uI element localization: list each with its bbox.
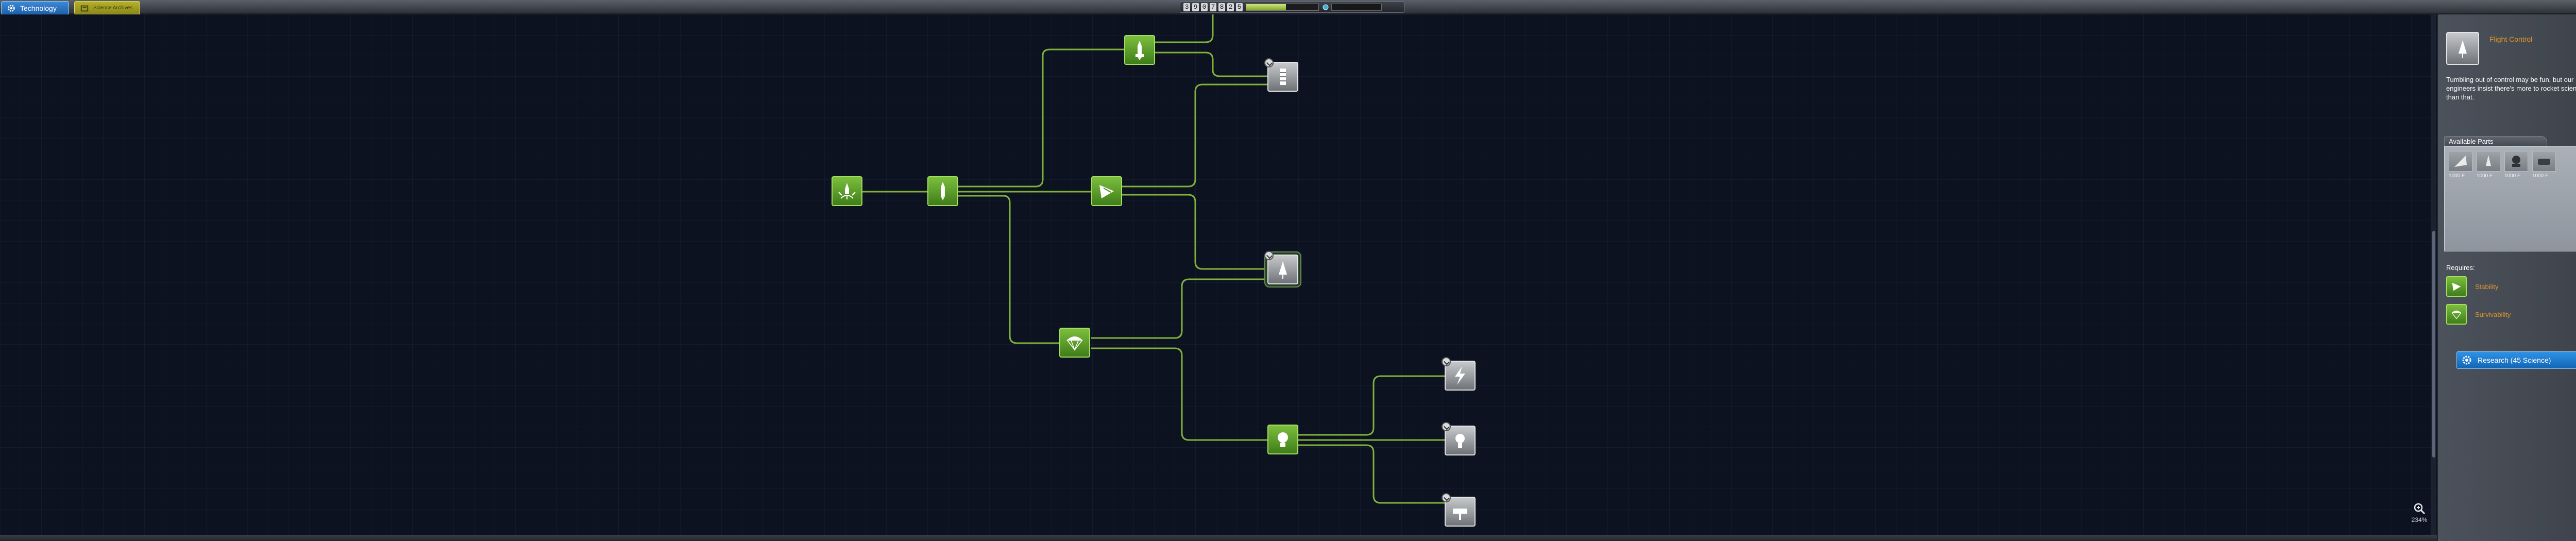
funds-digit: 2 <box>1227 3 1234 11</box>
tech-node-start[interactable] <box>832 176 862 206</box>
tab-technology[interactable]: Technology <box>1 1 69 15</box>
parachute-icon <box>1066 336 1083 351</box>
tree-scrollbar-thumb[interactable] <box>2432 231 2435 458</box>
pod-icon <box>2459 40 2467 58</box>
research-button-label: Research (45 Science) <box>2478 356 2551 364</box>
science-icon <box>1323 4 1329 10</box>
top-toolbar: Technology Science Archives 3 9 0 7 8 2 … <box>0 0 2576 15</box>
wheel-part-icon <box>2532 151 2556 172</box>
part-cost: 1000 F <box>2504 173 2521 179</box>
rocket-launch-icon <box>838 183 856 199</box>
fins-icon <box>2446 276 2467 297</box>
lightning-icon <box>1455 366 1465 385</box>
part-cost: 1000 F <box>2477 173 2493 179</box>
funds-digit: 0 <box>1201 3 1208 11</box>
tech-node-stability[interactable] <box>1091 176 1122 206</box>
tech-tree-canvas[interactable]: 234% <box>0 14 2437 535</box>
funds-digit: 5 <box>1236 3 1243 11</box>
reputation-bar-fill <box>1246 4 1286 10</box>
link-survivability-flight <box>1091 278 1267 339</box>
part-item[interactable]: 1000 F <box>2504 151 2528 179</box>
tech-node-engineering-101[interactable] <box>1267 425 1298 454</box>
fins-icon <box>1099 185 1114 198</box>
tech-node-basic-science[interactable] <box>1442 422 1476 455</box>
resources-hud: 3 9 0 7 8 2 5 <box>1180 2 1404 13</box>
link-survivability-engineering <box>1091 347 1267 441</box>
tab-science-archives[interactable]: Science Archives <box>74 1 140 15</box>
tech-node-survivability[interactable] <box>1059 328 1090 358</box>
sas-part-icon <box>2504 151 2528 172</box>
funds-digit: 3 <box>1183 3 1190 11</box>
unlock-badge <box>1442 493 1451 502</box>
parachute-icon <box>2446 304 2467 325</box>
available-parts-header: Available Parts <box>2444 136 2547 146</box>
zoom-control[interactable]: 234% <box>2409 502 2430 523</box>
link-general-up <box>1155 14 1214 43</box>
tab-technology-label: Technology <box>20 4 57 12</box>
science-icon <box>1455 434 1465 448</box>
zoom-icon <box>2414 503 2426 515</box>
tech-tree-links <box>862 14 1445 504</box>
part-item[interactable]: 1000 F <box>2532 151 2556 179</box>
available-parts-list: 1000 F 1000 F 1000 F 1000 F <box>2444 146 2576 251</box>
part-cost: 1000 F <box>2449 173 2465 179</box>
requires-label: Requires: <box>2446 264 2475 272</box>
rocket-icon <box>941 182 945 200</box>
rocket-icon <box>1136 41 1144 60</box>
requirement-name: Survivability <box>2475 310 2511 318</box>
gear-icon <box>2462 356 2471 365</box>
science-counter <box>1322 4 1382 11</box>
unlock-badge <box>1264 58 1274 67</box>
selected-node-title: Flight Control <box>2489 35 2533 43</box>
link-engineering-electrics <box>1298 375 1445 436</box>
tech-node-general-rocketry[interactable] <box>1124 35 1155 65</box>
gear-icon <box>8 5 15 12</box>
science-value <box>1331 4 1382 11</box>
probe-part-icon <box>2477 151 2500 172</box>
unlock-badge <box>1442 422 1451 431</box>
tab-science-archives-label: Science Archives <box>93 5 133 11</box>
reputation-bar <box>1246 4 1319 11</box>
strut-icon <box>1453 509 1467 520</box>
requirement-name: Stability <box>2475 282 2499 291</box>
funds-digit: 7 <box>1210 3 1216 11</box>
unlock-badge <box>1442 357 1451 366</box>
link-stability-advanced <box>1122 83 1267 188</box>
funds-counter: 3 9 0 7 8 2 5 <box>1183 3 1243 11</box>
link-basic-general <box>958 48 1124 188</box>
funds-digit: 8 <box>1218 3 1225 11</box>
zoom-level: 234% <box>2411 516 2428 523</box>
tree-scrollbar[interactable] <box>2431 14 2436 535</box>
link-engineering-construction <box>1298 444 1445 504</box>
funds-digit: 9 <box>1192 3 1199 11</box>
tech-details-panel: Flight Control Tumbling out of control m… <box>2437 14 2576 541</box>
lightbulb-icon <box>1278 432 1288 447</box>
selected-node-description: Tumbling out of control may be fun, but … <box>2446 76 2576 101</box>
tech-node-construction[interactable] <box>1442 493 1476 527</box>
pod-icon <box>1279 261 1287 279</box>
requirement-item[interactable]: Survivability <box>2446 303 2576 326</box>
tech-node-basic-rocketry[interactable] <box>927 176 958 206</box>
research-button[interactable]: Research (45 Science) <box>2456 351 2576 369</box>
fuel-tank-icon <box>1280 69 1286 85</box>
tech-node-advanced-rocketry[interactable] <box>1264 58 1298 92</box>
tech-node-flight-control[interactable] <box>1264 251 1298 284</box>
fin-part-icon <box>2449 151 2472 172</box>
link-stability-flight <box>1122 194 1267 270</box>
link-basic-survivability <box>958 195 1059 344</box>
part-cost: 1000 F <box>2532 173 2549 179</box>
bottom-bar <box>0 535 2437 541</box>
unlock-badge <box>1264 251 1274 260</box>
part-item[interactable]: 1000 F <box>2449 151 2472 179</box>
tech-node-electrics[interactable] <box>1442 357 1476 391</box>
link-general-advanced <box>1155 52 1267 77</box>
archive-icon <box>80 5 89 12</box>
selected-node-icon <box>2446 32 2479 65</box>
requirement-item[interactable]: Stability <box>2446 275 2576 298</box>
part-item[interactable]: 1000 F <box>2477 151 2500 179</box>
